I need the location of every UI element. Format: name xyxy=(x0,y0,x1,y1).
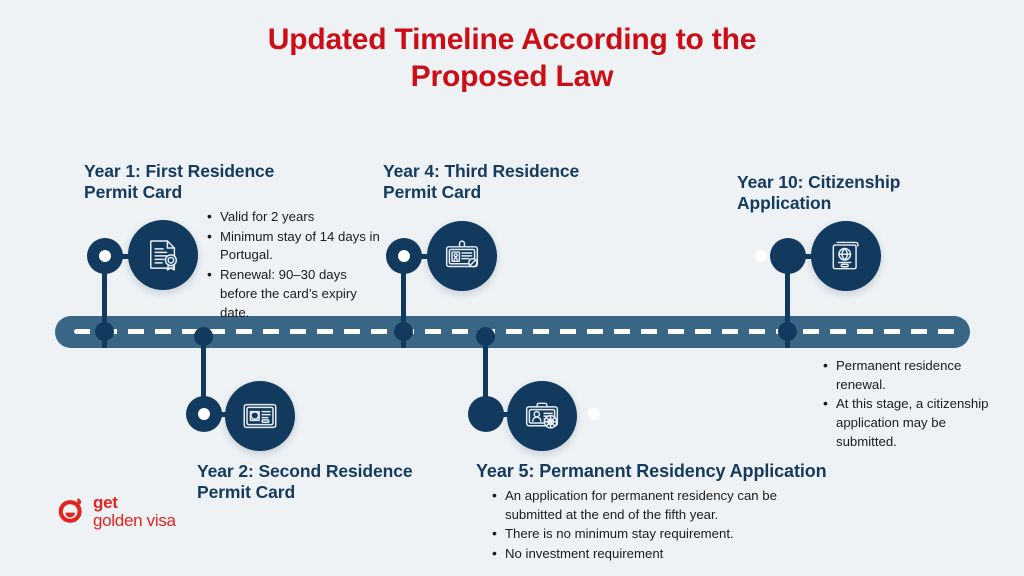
list-item: There is no minimum stay requirement. xyxy=(492,524,815,544)
bar-dot-year-1 xyxy=(95,322,114,341)
node-year-2[interactable] xyxy=(186,396,222,432)
milestone-bullets-year-5: An application for permanent residency c… xyxy=(490,486,815,565)
document-certificate-icon xyxy=(128,220,198,290)
node-side-dot-year-10 xyxy=(755,250,767,262)
list-item: Permanent residence renewal. xyxy=(823,356,1004,394)
bar-dot-year-5 xyxy=(476,327,495,346)
connector-year-10 xyxy=(755,238,930,348)
portfolio-id-icon xyxy=(507,381,577,451)
stem-year-2 xyxy=(201,332,206,412)
list-item: At this stage, a citizenship application… xyxy=(823,394,1004,451)
milestone-title-year-5: Year 5: Permanent Residency Application xyxy=(476,461,827,481)
id-badge-icon xyxy=(427,221,497,291)
stem-year-5 xyxy=(483,332,488,412)
connector-year-4 xyxy=(386,238,546,348)
node-inner-dot xyxy=(198,408,210,420)
stem-year-4 xyxy=(401,256,406,348)
milestone-title-year-1: Year 1: First Residence Permit Card xyxy=(84,161,275,203)
node-year-10[interactable] xyxy=(770,238,806,274)
node-inner-dot xyxy=(99,250,111,262)
milestone-title-year-10: Year 10: Citizenship Application xyxy=(737,172,901,214)
link-dash-year-1 xyxy=(119,254,135,259)
page-title: Updated Timeline According to the Propos… xyxy=(267,23,757,93)
node-year-1[interactable] xyxy=(87,238,123,274)
get-golden-visa-logo-icon xyxy=(58,498,82,524)
milestone-bullets-year-1: Valid for 2 years Minimum stay of 14 day… xyxy=(205,207,380,323)
milestone-title-year-2: Year 2: Second Residence Permit Card xyxy=(197,461,413,503)
timeline-dashed-line xyxy=(74,329,956,334)
list-item: Renewal: 90–30 days before the card’s ex… xyxy=(207,265,380,322)
stem-year-10 xyxy=(785,256,790,348)
node-year-4[interactable] xyxy=(386,238,422,274)
passport-globe-icon xyxy=(811,221,881,291)
node-side-dot-year-5 xyxy=(588,408,600,420)
connector-year-1 xyxy=(87,238,247,348)
link-dash-year-4 xyxy=(418,254,434,259)
logo-wordmark: get golden visa xyxy=(93,493,176,531)
list-item: No investment requirement xyxy=(492,544,815,564)
milestone-title-year-4: Year 4: Third Residence Permit Card xyxy=(383,161,580,203)
list-item: An application for permanent residency c… xyxy=(492,486,815,524)
bar-dot-year-10 xyxy=(778,322,797,341)
logo-line-1: get xyxy=(93,493,118,512)
node-year-5[interactable] xyxy=(468,396,504,432)
bar-dot-year-2 xyxy=(194,327,213,346)
connector-year-5 xyxy=(468,327,638,442)
bar-dot-year-4 xyxy=(394,322,413,341)
list-item: Valid for 2 years xyxy=(207,207,380,227)
milestone-bullets-year-10: Permanent residence renewal. At this sta… xyxy=(821,356,1004,453)
link-dash-year-10 xyxy=(802,254,818,259)
list-item: Minimum stay of 14 days in Portugal. xyxy=(207,227,380,265)
node-inner-dot xyxy=(398,250,410,262)
brand-logo[interactable]: get golden visa xyxy=(55,493,176,531)
id-card-photo-icon xyxy=(225,381,295,451)
logo-line-2: golden visa xyxy=(93,511,176,531)
stem-year-1 xyxy=(102,256,107,348)
